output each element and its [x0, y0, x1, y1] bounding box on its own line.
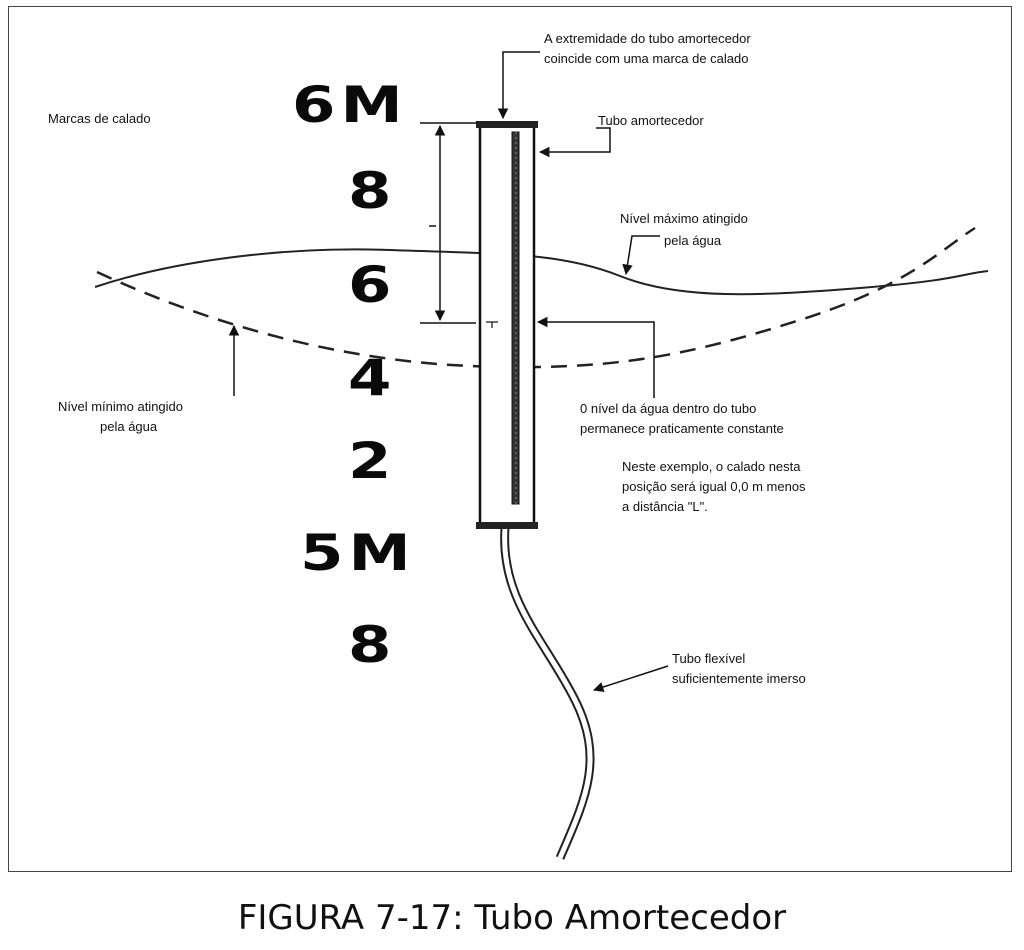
- damping-tube: [476, 121, 538, 529]
- leader-top-note: [497, 51, 540, 120]
- top-note-line1: A extremidade do tubo amortecedor: [544, 31, 751, 46]
- inner-level-label-line1: 0 nível da água dentro do tubo: [580, 401, 757, 416]
- tube-diagram: [94, 51, 989, 860]
- max-level-label-line2: pela água: [664, 233, 722, 248]
- damping-tube-label: Tubo amortecedor: [598, 113, 704, 128]
- flexible-hose: [500, 527, 595, 860]
- leader-flex-tube: [593, 665, 669, 693]
- draft-mark-4: 4: [348, 349, 397, 407]
- draft-mark-6m: 6M: [292, 76, 408, 134]
- figure-frame: [8, 6, 1012, 872]
- draft-mark-6: 6: [348, 256, 397, 314]
- draft-mark-5m: 5M: [300, 524, 416, 582]
- leader-damping-tube: [538, 127, 611, 158]
- draft-mark-8-lower: 8: [348, 616, 397, 674]
- max-water-level-line: [94, 248, 989, 296]
- example-note-line3: a distância "L".: [622, 499, 708, 514]
- draft-mark-2: 2: [348, 432, 397, 490]
- flex-tube-label-line1: Tubo flexível: [672, 651, 746, 666]
- max-level-label-line1: Nível máximo atingido: [620, 211, 748, 226]
- example-note-line2: posição será igual 0,0 m menos: [622, 479, 806, 494]
- min-level-label-line1: Nível mínimo atingido: [58, 399, 183, 414]
- example-note-line1: Neste exemplo, o calado nesta: [622, 459, 801, 474]
- distance-l-dimension: [420, 122, 478, 324]
- min-level-label-line2: pela água: [100, 419, 158, 434]
- min-water-level-line: [96, 226, 976, 369]
- flex-tube-label-line2: suficientemente imerso: [672, 671, 806, 686]
- top-note-line2: coincide com uma marca de calado: [544, 51, 749, 66]
- leader-max-level: [622, 235, 660, 276]
- draft-marks-label: Marcas de calado: [48, 111, 151, 126]
- inner-level-label-line2: permanece praticamente constante: [580, 421, 784, 436]
- leader-inner-level: [536, 316, 655, 398]
- figure-caption: FIGURA 7-17: Tubo Amortecedor: [237, 898, 787, 938]
- draft-mark-8-upper: 8: [348, 162, 397, 220]
